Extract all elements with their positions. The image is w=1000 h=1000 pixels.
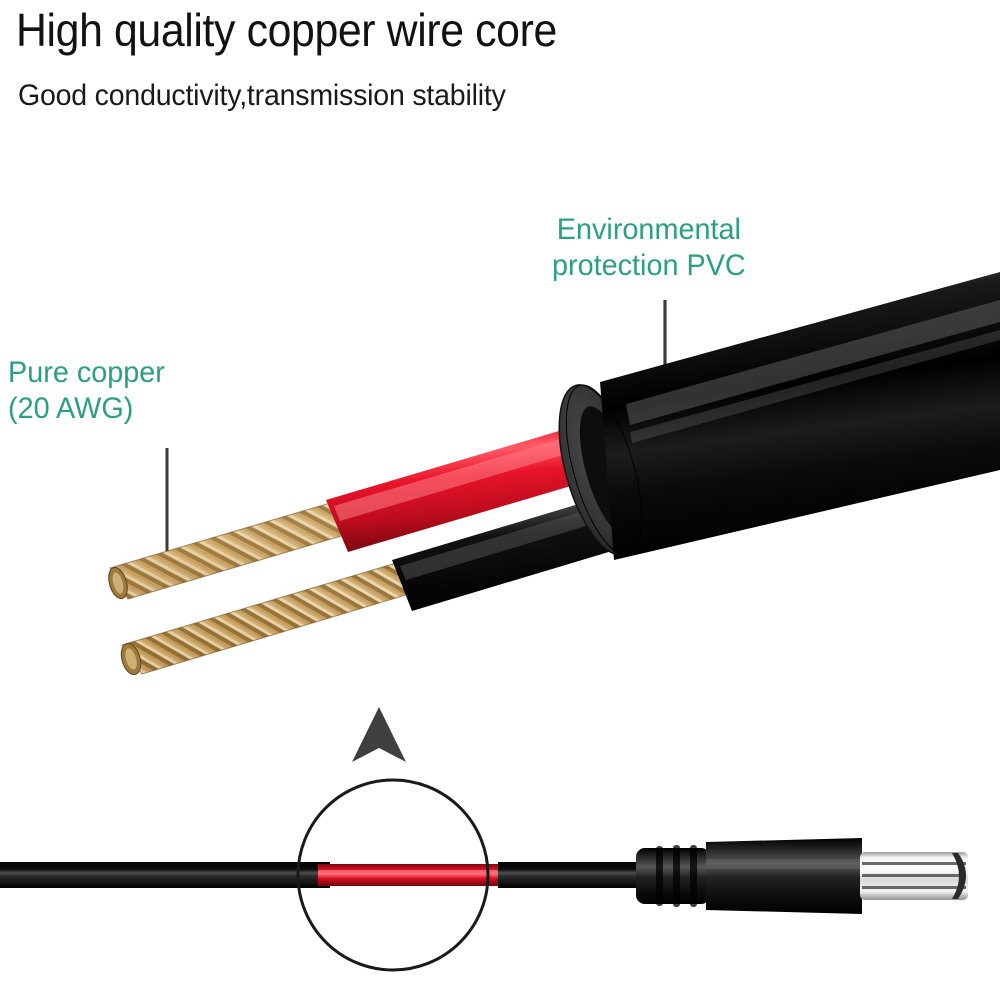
black-conductor-insulation bbox=[392, 494, 632, 611]
red-conductor-insulation bbox=[326, 420, 618, 552]
connector-body bbox=[706, 838, 862, 914]
callout-pvc-line1: Environmental bbox=[556, 213, 741, 246]
cable-cutaway-illustration bbox=[108, 272, 1000, 676]
cable-shaft-right bbox=[498, 862, 650, 888]
up-arrow-marker bbox=[352, 707, 406, 762]
copper-strands-lower bbox=[120, 562, 417, 676]
copper-strands-upper bbox=[108, 502, 349, 600]
zoom-region-circle bbox=[296, 778, 490, 972]
cable-stripped-red-segment bbox=[318, 864, 508, 886]
page-title: High quality copper wire core bbox=[16, 4, 557, 56]
cable-shaft-left bbox=[0, 862, 330, 888]
assembled-dc-cable bbox=[0, 778, 968, 972]
connector-tip bbox=[952, 853, 966, 899]
outer-pvc-jacket bbox=[565, 272, 1000, 560]
page-subtitle: Good conductivity,transmission stability bbox=[18, 79, 506, 112]
callout-copper-line2: (20 AWG) bbox=[8, 392, 134, 425]
callout-copper-line1: Pure copper bbox=[8, 356, 165, 389]
dc-barrel-plug bbox=[636, 838, 968, 914]
callout-pvc-line2: protection PVC bbox=[552, 249, 746, 282]
callout-label-environmental-protection-pvc: Environmental protection PVC bbox=[552, 212, 746, 284]
callout-label-pure-copper: Pure copper (20 AWG) bbox=[8, 355, 165, 427]
